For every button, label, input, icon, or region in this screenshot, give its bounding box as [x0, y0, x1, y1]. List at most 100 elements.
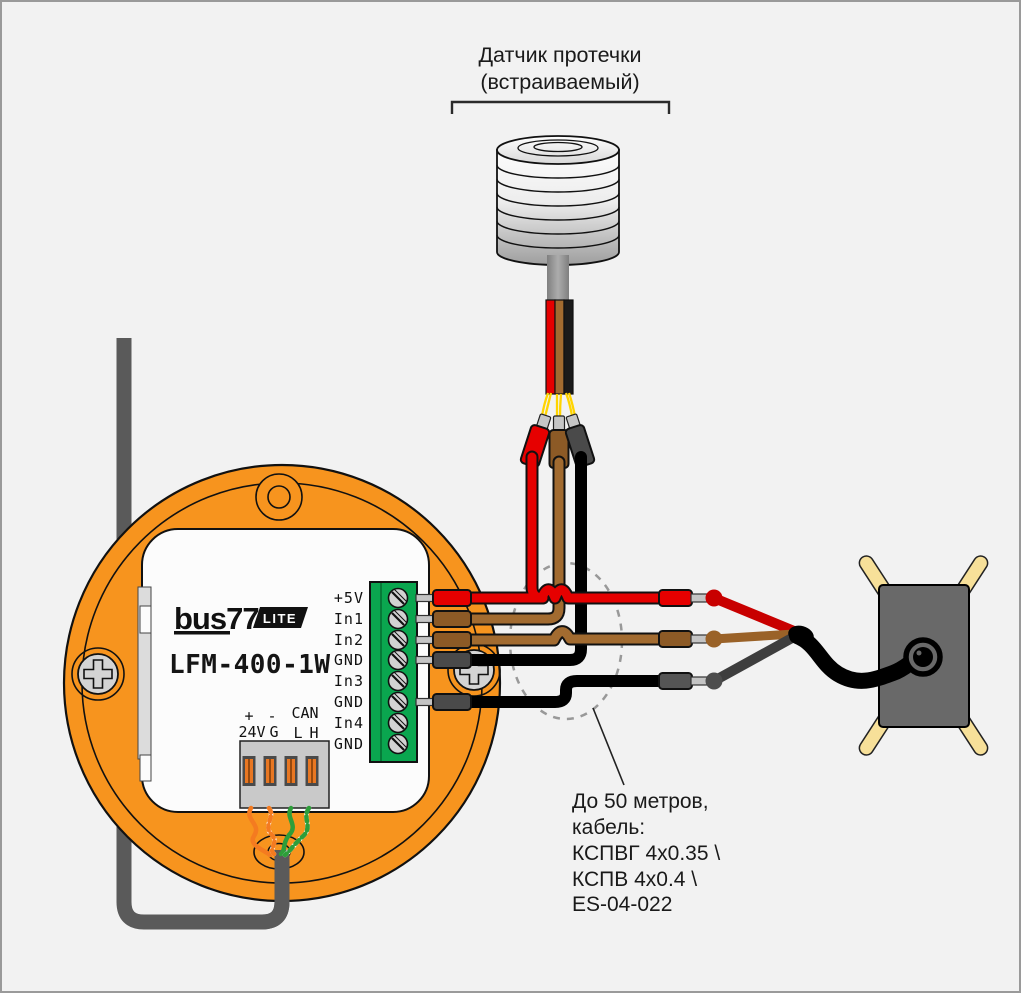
- brand-logo-text: bus77: [174, 601, 259, 636]
- note-line: ES-04-022: [572, 893, 672, 916]
- screw-slot: [391, 737, 405, 751]
- brand-badge-label: LITE: [263, 611, 297, 626]
- title-bracket: [450, 100, 671, 114]
- bare-wire-strands: [540, 392, 577, 419]
- input-label: GND: [334, 693, 364, 711]
- strand: [558, 393, 563, 419]
- input-terminal-block: [369, 581, 418, 763]
- power-terminal-slot: [242, 756, 256, 786]
- screw-slot: [391, 633, 405, 647]
- power-label-l: L: [293, 724, 302, 742]
- phillips-cross: [83, 659, 113, 689]
- joint-line-brown: [709, 629, 799, 644]
- bundle-wire-brown: [554, 299, 565, 395]
- terminal-ferrules: [415, 589, 472, 711]
- screw-slot-line: [394, 631, 407, 644]
- note-line: КСПВГ 4x0.35 \: [572, 842, 720, 865]
- solder-dot-brown: [705, 630, 723, 648]
- terminal-screw: [387, 608, 409, 630]
- cylinder-rib: [496, 220, 620, 235]
- power-label-h: H: [309, 724, 318, 742]
- screw-slot: [391, 674, 405, 688]
- wire-brown-in1: [463, 457, 564, 624]
- grommet-highlight: [916, 650, 922, 656]
- cylinder-rib: [496, 206, 620, 221]
- ferrule-brown-remote: [658, 630, 693, 648]
- input-label: In4: [334, 714, 364, 732]
- joint-line-red: [709, 593, 799, 636]
- screw-slot: [391, 653, 405, 667]
- cable-grommet: [903, 637, 943, 677]
- input-terminal-labels: +5V In1 In2 GND In3 GND In4 GND: [334, 589, 364, 753]
- bundle-wire-red: [545, 299, 556, 395]
- power-label-24v: 24V: [238, 723, 265, 741]
- screw-slot: [391, 612, 405, 626]
- cylinder-rib: [496, 164, 620, 179]
- pair-wire-green: [278, 805, 295, 857]
- din-clip-notch: [139, 605, 152, 634]
- terminal-screw: [387, 712, 409, 734]
- signal-wires: [461, 450, 669, 708]
- cable-note: До 50 метров, кабель: КСПВГ 4x0.35 \ КСП…: [572, 790, 720, 916]
- cylinder-top-ring: [517, 139, 599, 157]
- screw-slot-line: [394, 651, 407, 664]
- power-label-can: CAN: [291, 704, 318, 722]
- power-terminal-slot: [284, 756, 298, 786]
- cylinder-rib: [496, 234, 620, 249]
- sensor-title-line2: (встраиваемый): [480, 70, 639, 94]
- input-label: GND: [334, 651, 364, 669]
- terminal-screws: [387, 587, 409, 755]
- input-label: +5V: [334, 589, 364, 607]
- power-label-minus: -: [267, 707, 276, 725]
- screw-slot: [391, 716, 405, 730]
- power-terminal-labels: + - CAN 24V G L H: [238, 704, 318, 742]
- solder-dot-red: [705, 589, 723, 607]
- note-line: До 50 метров,: [572, 790, 709, 813]
- power-label-g: G: [269, 723, 278, 741]
- terminal-screw: [387, 670, 409, 692]
- screw-slot-line: [394, 589, 407, 602]
- screw-slot-line: [394, 672, 407, 685]
- wire-red-bus: [463, 585, 667, 603]
- leak-sensor-cylinder: [496, 135, 620, 266]
- power-terminal-block: [239, 740, 330, 809]
- pair-wire-orange: [247, 805, 273, 858]
- bundle-wire-black: [563, 299, 574, 395]
- ferrule-red-5v: [432, 589, 472, 607]
- cylinder-top-ring-inner: [533, 141, 583, 153]
- ferrule-pin: [690, 593, 708, 603]
- brand-badge: [253, 607, 308, 628]
- ferrule-pin: [690, 634, 708, 644]
- ferrule-brown-in2: [432, 631, 472, 649]
- remote-ferrules: [658, 589, 723, 690]
- input-label: In2: [334, 631, 364, 649]
- model-label: LFM-400-1W: [169, 650, 331, 680]
- remote-joint-lines: [709, 593, 799, 686]
- twisted-pair-wires: [247, 805, 312, 858]
- wire-brown-in2: [463, 627, 667, 645]
- terminal-screw: [387, 691, 409, 713]
- power-label-plus: +: [244, 707, 253, 725]
- ferrule-brown-in1: [432, 610, 472, 628]
- terminal-screw: [387, 733, 409, 755]
- ferrule-gray-gnd1: [432, 651, 472, 669]
- brand-underline: [174, 631, 230, 635]
- pair-wire-green-white: [282, 805, 312, 858]
- wire-black-sensor-gnd: [462, 451, 587, 666]
- pair-wire-orange-white: [266, 805, 277, 857]
- ferrule-red-remote: [658, 589, 693, 607]
- screw-ring: [71, 647, 125, 701]
- screw-slot-line: [394, 610, 407, 623]
- joint-line-gray: [709, 633, 797, 686]
- ferrule-pin: [690, 676, 708, 686]
- screw-slot-line: [394, 714, 407, 727]
- terminal-screw: [387, 649, 409, 671]
- power-terminal-slot: [305, 756, 319, 786]
- brand-logo: bus77 LITE: [174, 601, 308, 636]
- strand: [564, 392, 574, 417]
- input-label: In1: [334, 610, 364, 628]
- top-mount-hole: [267, 485, 291, 509]
- cylinder-rib: [496, 192, 620, 207]
- exit-cable: [212, 850, 290, 930]
